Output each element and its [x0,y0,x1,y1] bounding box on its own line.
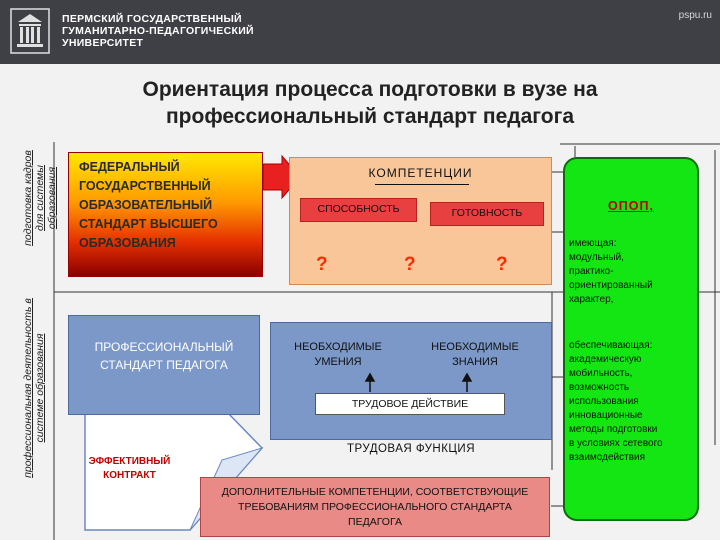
prof-standard-line: ПРОФЕССИОНАЛЬНЫЙ [94,340,234,354]
opop-line: методы подготовки [569,424,658,435]
opop-line: инновационные [569,410,643,421]
opop-benefits: обеспечивающая: академическую мобильност… [569,339,663,465]
competencies-box: КОМПЕТЕНЦИИ СПОСОБНОСТЬ ГОТОВНОСТЬ ? ? ? [289,157,552,285]
skills-label: НЕОБХОДИМЫЕ УМЕНИЯ [283,340,393,370]
question-mark: ? [496,254,508,275]
needs-box: НЕОБХОДИМЫЕ УМЕНИЯ НЕОБХОДИМЫЕ ЗНАНИЯ ТР… [270,322,552,455]
opop-line: академическую [569,354,642,365]
knowledge-line: НЕОБХОДИМЫЕ [431,341,519,353]
university-line: УНИВЕРСИТЕТ [62,37,144,49]
university-line: ПЕРМСКИЙ ГОСУДАРСТВЕННЫЙ [62,13,242,25]
additional-line: ДОПОЛНИТЕЛЬНЫЕ КОМПЕТЕНЦИИ, СООТВЕТСТВУЮ… [221,486,529,498]
fgos-line: ОБРАЗОВАНИЯ [79,236,176,250]
divider [375,184,469,185]
opop-line: характер, [569,294,614,305]
prof-standard-line: СТАНДАРТ ПЕДАГОГА [100,358,228,372]
fgos-line: ГОСУДАРСТВЕННЫЙ [79,179,211,193]
readiness-pill: ГОТОВНОСТЬ [430,202,544,226]
opop-line: использования [569,396,639,407]
slide-title: Ориентация процесса подготовки в вузе на… [70,76,670,130]
skills-line: УМЕНИЯ [314,356,362,368]
labor-action-box: ТРУДОВОЕ ДЕЙСТВИЕ [315,393,505,415]
title-line: Ориентация процесса подготовки в вузе на [142,78,598,101]
opop-line: ориентированный [569,280,653,291]
header-bar: ПЕРМСКИЙ ГОСУДАРСТВЕННЫЙ ГУМАНИТАРНО-ПЕД… [0,0,720,64]
knowledge-label: НЕОБХОДИМЫЕ ЗНАНИЯ [416,340,534,370]
skills-line: НЕОБХОДИМЫЕ [294,341,382,353]
question-mark: ? [404,254,416,275]
question-mark: ? [316,254,328,275]
opop-features: имеющая: модульный, практико- ориентиров… [569,237,653,307]
prof-standard-box: ПРОФЕССИОНАЛЬНЫЙ СТАНДАРТ ПЕДАГОГА [68,315,260,415]
knowledge-line: ЗНАНИЯ [452,356,498,368]
opop-line: возможность [569,382,630,393]
opop-line: имеющая: [569,238,617,249]
opop-line: модульный, [569,252,624,263]
additional-line: ПЕДАГОГА [348,516,402,528]
labor-function-label: ТРУДОВАЯ ФУНКЦИЯ [346,443,476,455]
ability-pill: СПОСОБНОСТЬ [300,198,417,222]
contract-line: КОНТРАКТ [103,470,156,481]
additional-line: ТРЕБОВАНИЯМ ПРОФЕССИОНАЛЬНОГО СТАНДАРТА [238,501,512,513]
opop-line: в условиях сетевого [569,438,663,449]
opop-line: практико- [569,266,614,277]
opop-line: взаимодействия [569,452,646,463]
opop-title: ОПОП, [608,199,654,213]
opop-line: обеспечивающая: [569,340,653,351]
university-line: ГУМАНИТАРНО-ПЕДАГОГИЧЕСКИЙ [62,25,254,37]
university-name: ПЕРМСКИЙ ГОСУДАРСТВЕННЫЙ ГУМАНИТАРНО-ПЕД… [62,13,254,49]
fgos-line: ОБРАЗОВАТЕЛЬНЫЙ [79,198,213,212]
opop-line: мобильность, [569,368,633,379]
university-logo-icon [10,8,50,54]
fgos-box: ФЕДЕРАЛЬНЫЙ ГОСУДАРСТВЕННЫЙ ОБРАЗОВАТЕЛЬ… [68,152,263,277]
site-link[interactable]: pspu.ru [678,10,712,21]
fgos-line: СТАНДАРТ ВЫСШЕГО [79,217,218,231]
contract-label: ЭФФЕКТИВНЫЙ КОНТРАКТ [82,455,177,483]
contract-line: ЭФФЕКТИВНЫЙ [88,456,171,467]
fgos-line: ФЕДЕРАЛЬНЫЙ [79,160,180,174]
additional-competencies-box: ДОПОЛНИТЕЛЬНЫЕ КОМПЕТЕНЦИИ, СООТВЕТСТВУЮ… [200,477,550,537]
opop-box: ОПОП, имеющая: модульный, практико- орие… [563,157,699,521]
competencies-title: КОМПЕТЕНЦИИ [368,166,473,180]
title-line: профессиональный стандарт педагога [165,105,574,128]
